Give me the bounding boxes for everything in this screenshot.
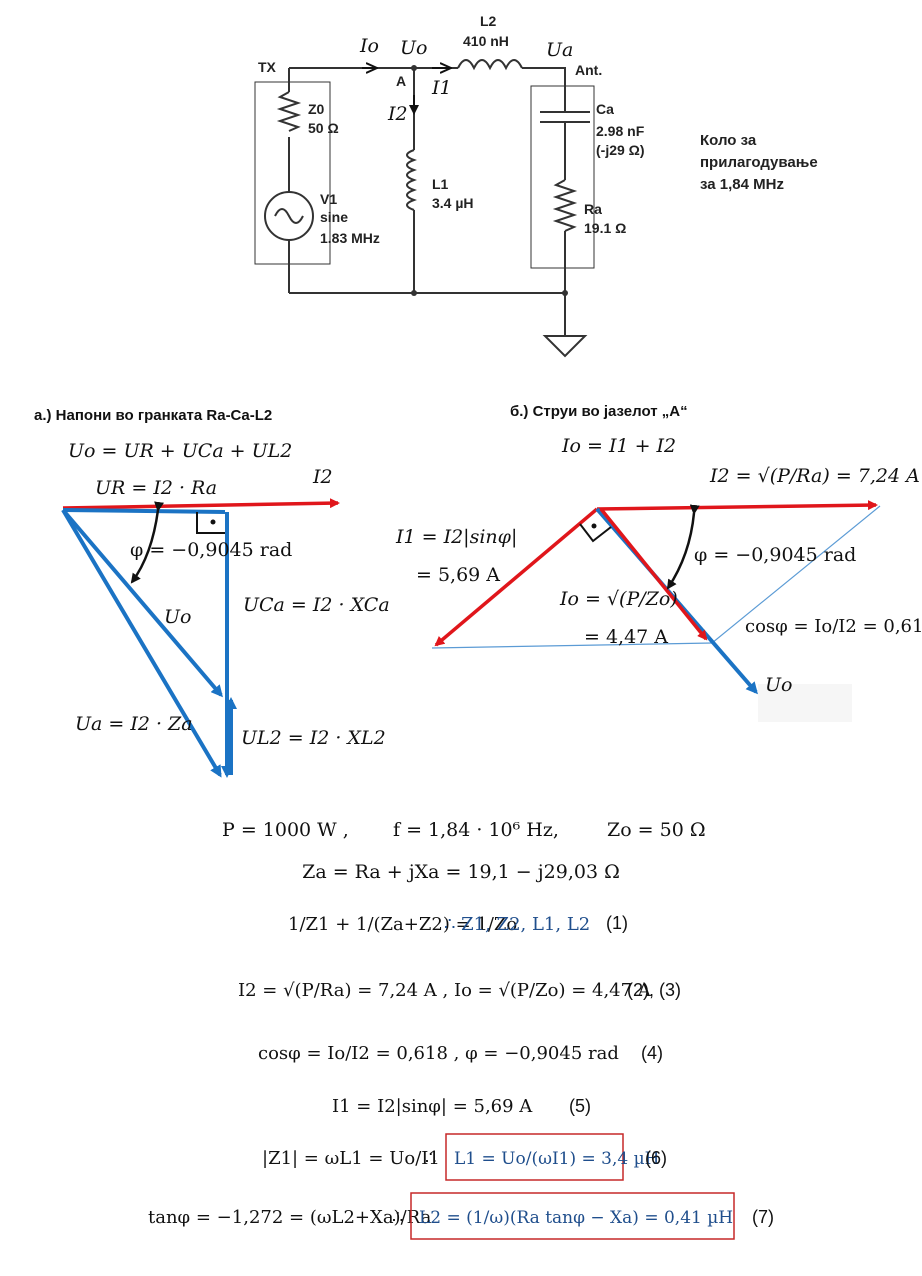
l2-coil [457,59,523,71]
z0-resistor [276,91,302,132]
io-phasor [599,507,708,641]
circuit-labels-ca-react: (-j29 Ω) [596,142,645,158]
ca-capacitor [540,111,590,123]
note-line-1: Коло за [700,132,757,149]
ant-box [530,85,595,269]
eq-1-number: (1) [606,913,628,933]
section-b-io-eq: Io = √(P/Zo) [559,588,678,610]
circuit-schematic [254,59,595,358]
circuit-labels-v1-freq: 1.83 MHz [320,230,380,246]
ra-resistor [552,179,578,232]
circuit-labels-io: Io [359,35,379,57]
section-a-i2: I2 [312,466,333,488]
right-angle-mark-b [579,523,612,543]
section-b-equation: Io = I1 + I2 [561,435,676,457]
section-b-i1-val: = 5,69 A [416,564,500,586]
circuit-labels-l2-name: L2 [480,13,497,29]
eq-6-result: L1 = Uo/(ωI1) = 3,4 µH [454,1149,659,1169]
eq-2-3-number: (2), (3) [627,980,681,1000]
section-b-phi: φ = −0,9045 rad [694,544,856,566]
circuit-labels-z0-value: 50 Ω [308,120,339,136]
circuit-labels-ua: Ua [546,39,573,61]
section-a-phi: φ = −0,9045 rad [130,539,292,561]
tx-box [254,81,331,265]
section-a-uca: UCa = I2 · XCa [243,594,390,616]
section-b-heading: б.) Струи во јазелот „А“ [510,403,688,420]
eq-1-tail: ∴ Z1, Z2, L1, L2 [444,914,590,935]
section-b-i2-val: I2 = √(P/Ra) = 7,24 A [709,465,920,487]
circuit-labels-l2-value: 410 nH [463,33,509,49]
eq-7-result: L2 = (1/ω)(Ra tanφ − Xa) = 0,41 µH [419,1208,733,1228]
eq-1: 1/Z1 + 1/(Za+Z2) = 1/Zo [288,914,517,935]
circuit-labels-v1-kind: sine [320,209,348,225]
i2-phasor [62,498,340,510]
eq-7-number: (7) [752,1207,774,1227]
section-a-equation: Uo = UR + UCa + UL2 [68,440,292,462]
param-power: P = 1000 W , [222,819,349,841]
circuit-labels-v1-name: V1 [320,191,337,207]
section-a-ua: Ua = I2 · Za [75,713,193,735]
section-a-uo: Uo [164,606,191,628]
section-b-cos: cosφ = Io/I2 = 0,618 [745,616,922,637]
i1-phasor [434,507,599,647]
circuit-labels-z0-name: Z0 [308,101,325,117]
svg-text:∴: ∴ [425,1148,436,1169]
i2-phasor-b [596,500,878,511]
top-wire-right [522,67,566,90]
current-phasor-diagram [431,500,881,722]
bottom-wire [289,292,566,336]
voltage-phasor-diagram [61,498,340,778]
section-b-io-val: = 4,47 A [584,626,668,648]
circuit-labels-ca-value: 2.98 nF [596,123,645,139]
ur-phasor [62,508,226,514]
section-a-ul2: UL2 = I2 · XL2 [241,727,386,749]
section-b-i1-eq: I1 = I2|sinφ| [395,526,517,548]
param-frequency: f = 1,84 · 10⁶ Hz, [393,819,559,841]
equations-block: P = 1000 W , f = 1,84 · 10⁶ Hz, Zo = 50 … [148,819,774,1240]
eq-5: I1 = I2|sinφ| = 5,69 A [332,1096,533,1117]
section-b-uo: Uo [765,674,792,696]
eq-6-number: (6) [645,1148,667,1168]
circuit-labels-ra-name: Ra [584,201,602,217]
node-a-label: A [396,73,406,89]
circuit-labels-l1-name: L1 [432,176,449,192]
eq-5-number: (5) [569,1096,591,1116]
section-a-ur: UR = I2 · Ra [95,477,217,499]
tx-label: TX [258,59,277,75]
circuit-labels-ca-name: Ca [596,101,614,117]
circuit-labels-l1-value: 3.4 µH [432,195,474,211]
note-line-3: за 1,84 MHz [700,176,784,193]
eq-4: cosφ = Io/I2 = 0,618 , φ = −0,9045 rad [258,1043,619,1064]
l2-result-box [410,1192,735,1240]
uo-phasor [61,508,223,698]
param-impedance: Zo = 50 Ω [607,819,706,841]
sine-symbol [274,208,304,224]
eq-4-number: (4) [641,1043,663,1063]
circuit-labels-ra-value: 19.1 Ω [584,220,626,236]
svg-text:∴: ∴ [392,1207,403,1228]
ground-symbol [542,335,588,358]
l1-result-box [445,1133,624,1181]
circuit-labels-i1: I1 [431,77,452,99]
l1-coil [406,149,417,211]
section-a-heading: а.) Напони во гранката Ra-Ca-L2 [34,407,272,424]
phi-arc [130,501,165,584]
node-a-dot [411,65,417,71]
phi-arc-b [666,504,700,590]
ua-phasor [61,508,222,778]
eq-za: Za = Ra + jXa = 19,1 − j29,03 Ω [302,861,620,883]
circuit-labels-uo: Uo [400,37,427,59]
eq-2-3: I2 = √(P/Ra) = 7,24 A , Io = √(P/Zo) = 4… [238,980,652,1001]
ant-label: Ant. [575,62,602,78]
note-line-2: прилагодување [700,154,818,171]
eq-7-left: tanφ = −1,272 = (ωL2+Xa)/Ra [148,1207,432,1228]
eq-6-left: |Z1| = ωL1 = Uo/I1 [262,1148,440,1169]
right-angle-mark [196,512,225,534]
circuit-labels-i2: I2 [387,103,408,125]
